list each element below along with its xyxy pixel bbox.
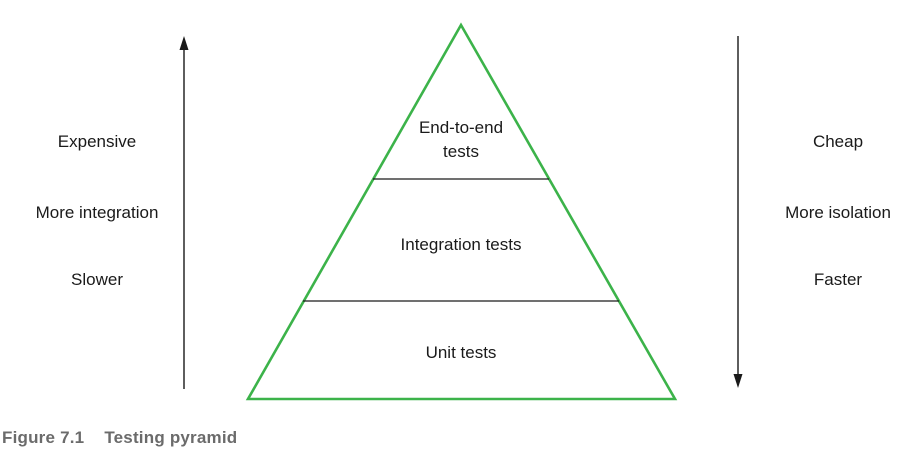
pyramid-outline — [245, 22, 678, 401]
left-label-more-integration: More integration — [36, 203, 159, 222]
left-label-expensive: Expensive — [58, 132, 136, 151]
pyramid-diagram: End-to-end tests Integration tests Unit … — [36, 22, 891, 401]
pyramid-top-label-line1: End-to-end — [419, 118, 503, 137]
figure-title: Testing pyramid — [104, 428, 238, 447]
right-down-arrow — [733, 36, 743, 388]
right-label-faster: Faster — [814, 270, 863, 289]
figure-caption: Figure 7.1 Testing pyramid — [2, 428, 237, 448]
pyramid-top-label-line2: tests — [443, 142, 479, 161]
pyramid-middle-label: Integration tests — [401, 235, 522, 254]
left-up-arrow — [179, 36, 189, 389]
figure-number: Figure 7.1 — [2, 428, 85, 447]
pyramid-bottom-label: Unit tests — [426, 343, 497, 362]
right-arrow-head-icon — [733, 374, 743, 388]
left-arrow-head-icon — [179, 36, 189, 50]
right-label-more-isolation: More isolation — [785, 203, 891, 222]
left-label-slower: Slower — [71, 270, 123, 289]
right-label-cheap: Cheap — [813, 132, 863, 151]
